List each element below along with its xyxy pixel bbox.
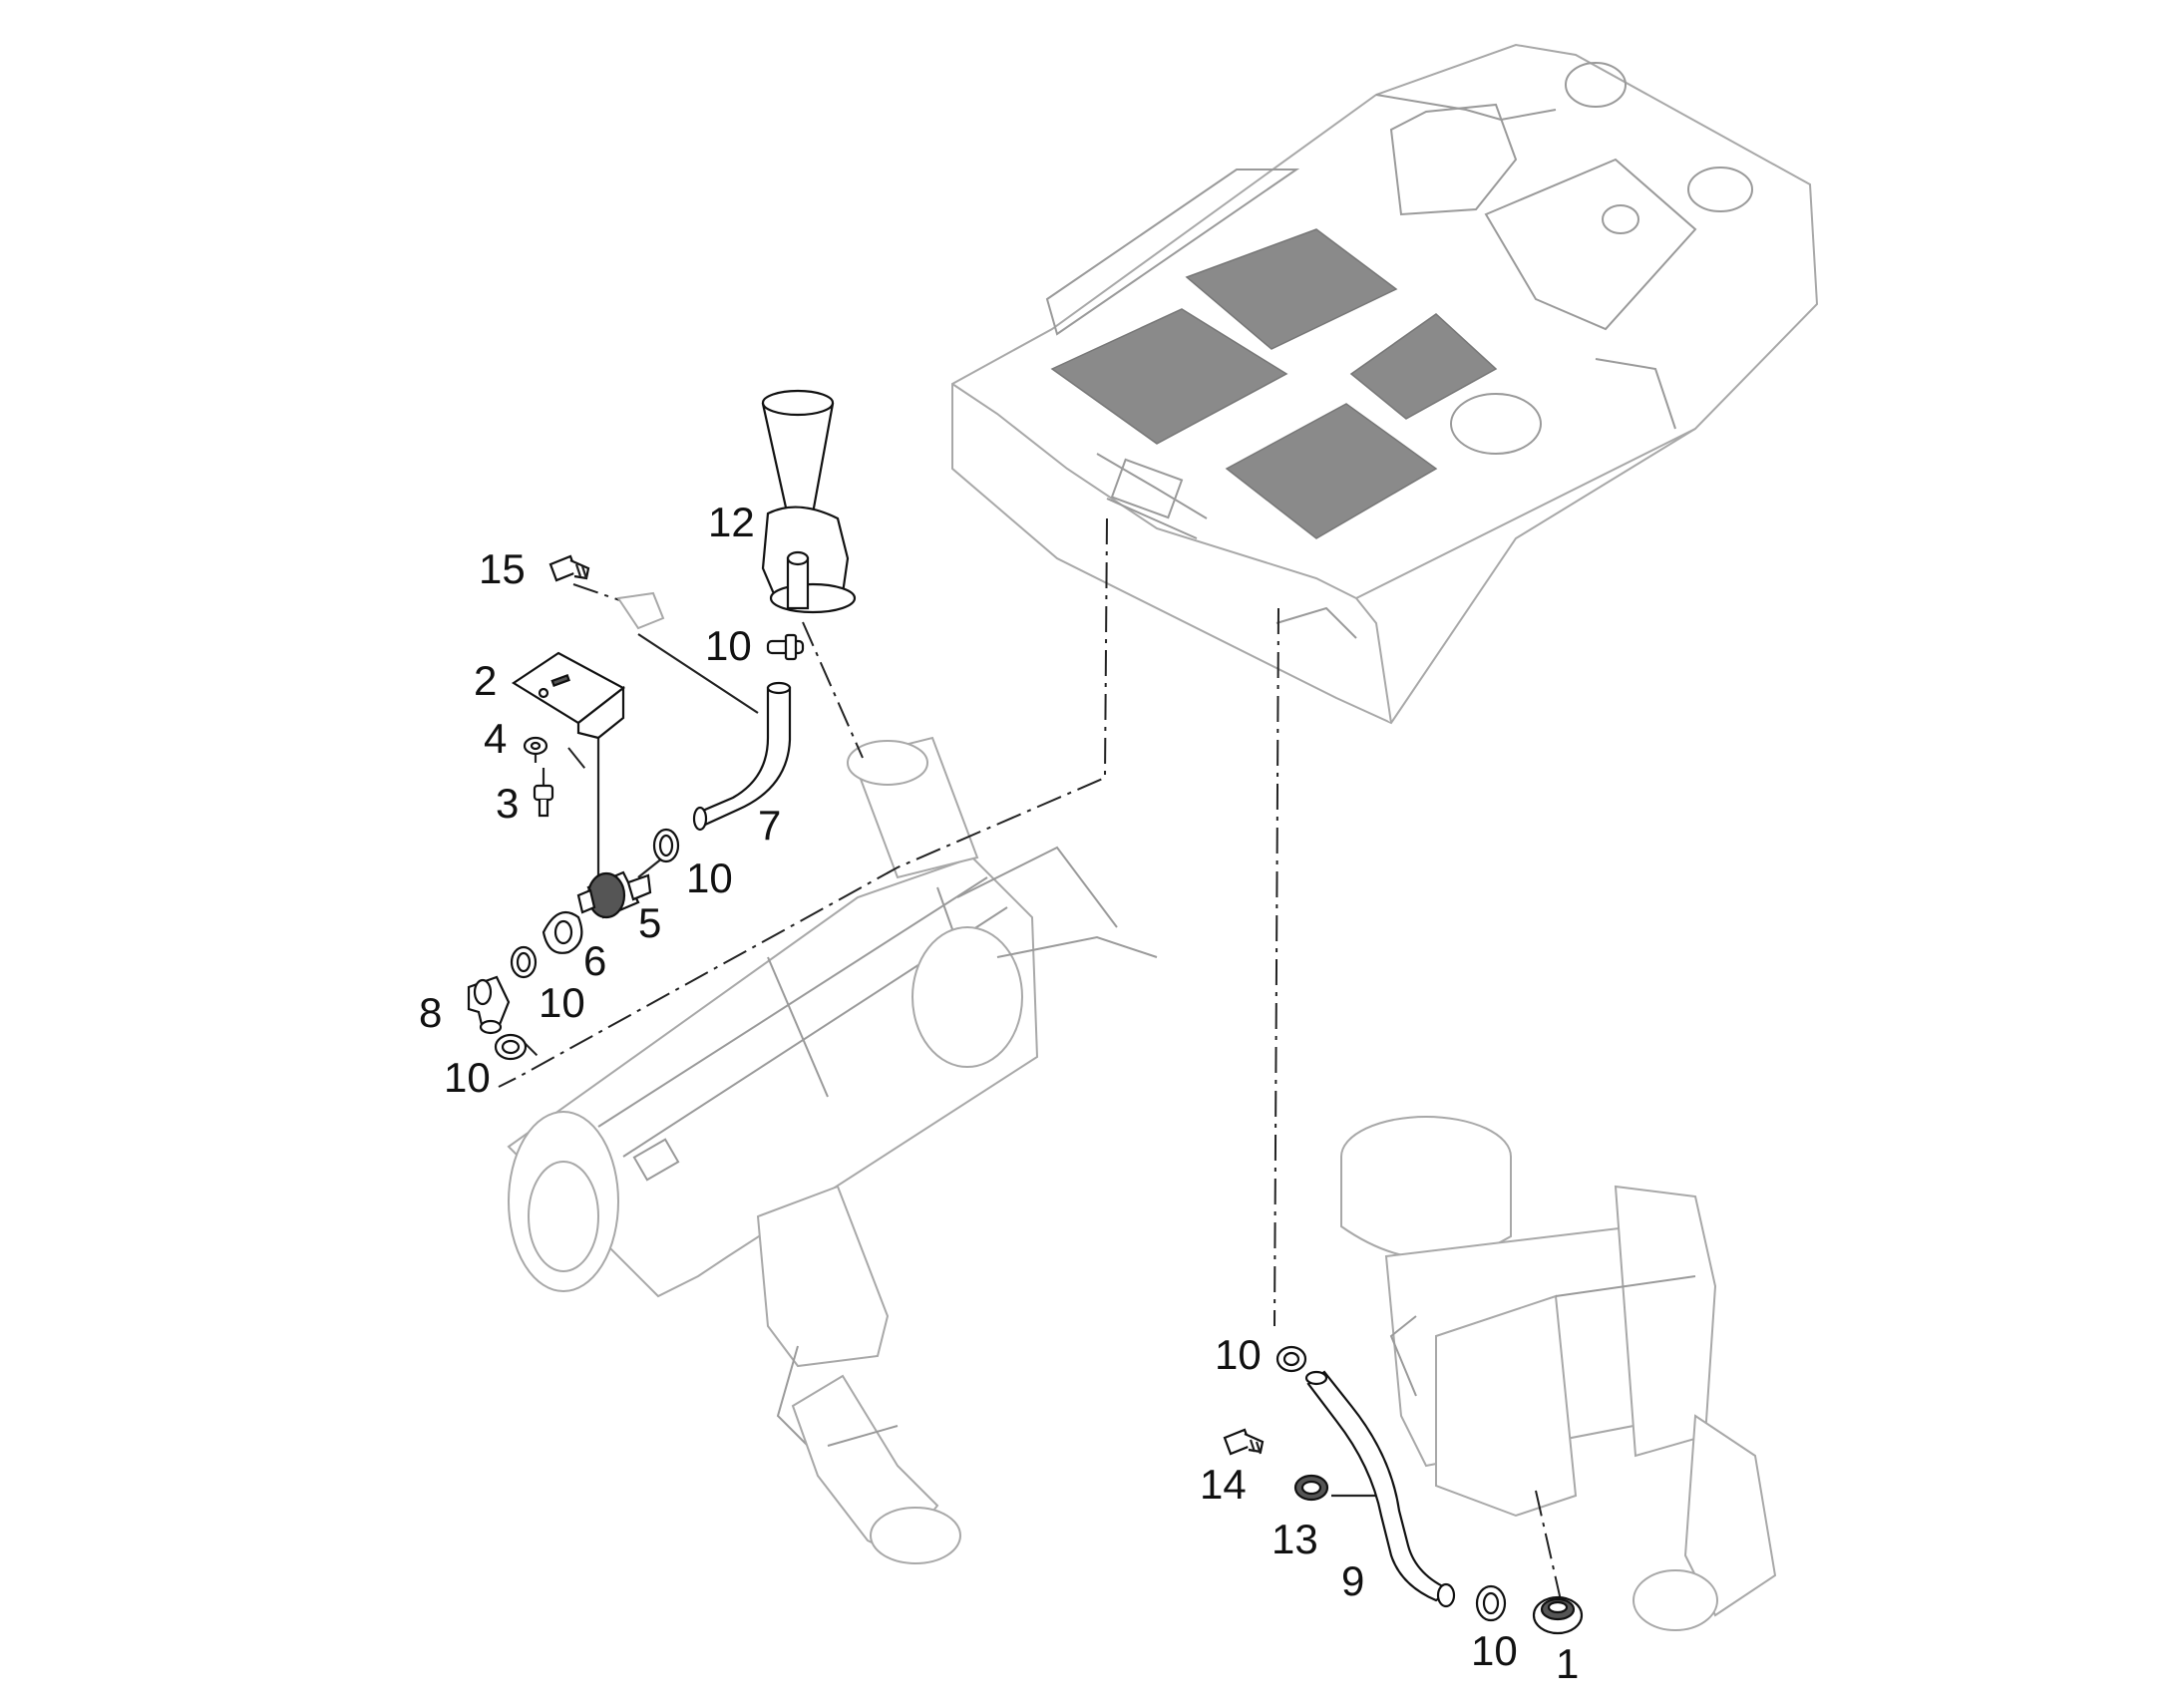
- part-8-elbow: [467, 975, 511, 1035]
- part-3-screw: [533, 784, 554, 818]
- callout-12: 12: [708, 499, 755, 545]
- part-9-hose: [1304, 1370, 1456, 1608]
- callout-1: 1: [1556, 1640, 1579, 1687]
- part-1-fitting: [1532, 1595, 1584, 1635]
- part-6-gasket: [542, 910, 583, 954]
- callout-9: 9: [1341, 1557, 1364, 1604]
- part-7-hose: [692, 681, 792, 832]
- part-10-clamp-hose9-top: [1275, 1345, 1307, 1373]
- callout-5: 5: [638, 899, 661, 946]
- leader-lines: [498, 517, 1562, 1601]
- callout-10-hose9-bottom: 10: [1471, 1627, 1518, 1674]
- callout-7: 7: [758, 802, 781, 849]
- callout-14: 14: [1200, 1461, 1247, 1508]
- callout-8: 8: [419, 989, 442, 1036]
- part-4-washer: [523, 736, 548, 756]
- part-12-filler-funnel: [761, 389, 857, 614]
- callouts: 12 15 10 2 4 3 7 10 5 6 10 8 10 10 14 13…: [419, 499, 1579, 1687]
- part-10-clamp-bottom-left: [494, 1033, 528, 1061]
- clip-15-target: [616, 591, 665, 630]
- part-10-clamp-mid: [652, 828, 680, 863]
- callout-10-lower: 10: [539, 979, 585, 1026]
- part-2-bracket: [511, 651, 626, 740]
- callout-3: 3: [496, 780, 519, 827]
- callout-13: 13: [1272, 1516, 1318, 1562]
- part-10-clamp-upper: [766, 633, 805, 661]
- callout-10-bottom-left: 10: [444, 1054, 491, 1101]
- intake-assembly: [1340, 1116, 1777, 1631]
- frame-assembly: [951, 43, 1819, 725]
- callout-4: 4: [484, 715, 507, 762]
- part-14-bolt: [1223, 1428, 1265, 1456]
- part-10-clamp-lower: [510, 945, 538, 979]
- part-15-bolt: [548, 554, 590, 582]
- part-10-clamp-hose9-bottom: [1475, 1584, 1507, 1622]
- callout-10-hose9-top: 10: [1215, 1331, 1262, 1378]
- callout-10-mid: 10: [686, 854, 733, 901]
- part-13-clamp: [1293, 1474, 1329, 1502]
- callout-6: 6: [583, 937, 606, 984]
- callout-15: 15: [479, 545, 526, 592]
- callout-10-upper: 10: [705, 622, 752, 669]
- part-5-valve: [576, 870, 652, 919]
- aftertreatment-assembly: [507, 736, 1158, 1564]
- callout-2: 2: [474, 657, 497, 704]
